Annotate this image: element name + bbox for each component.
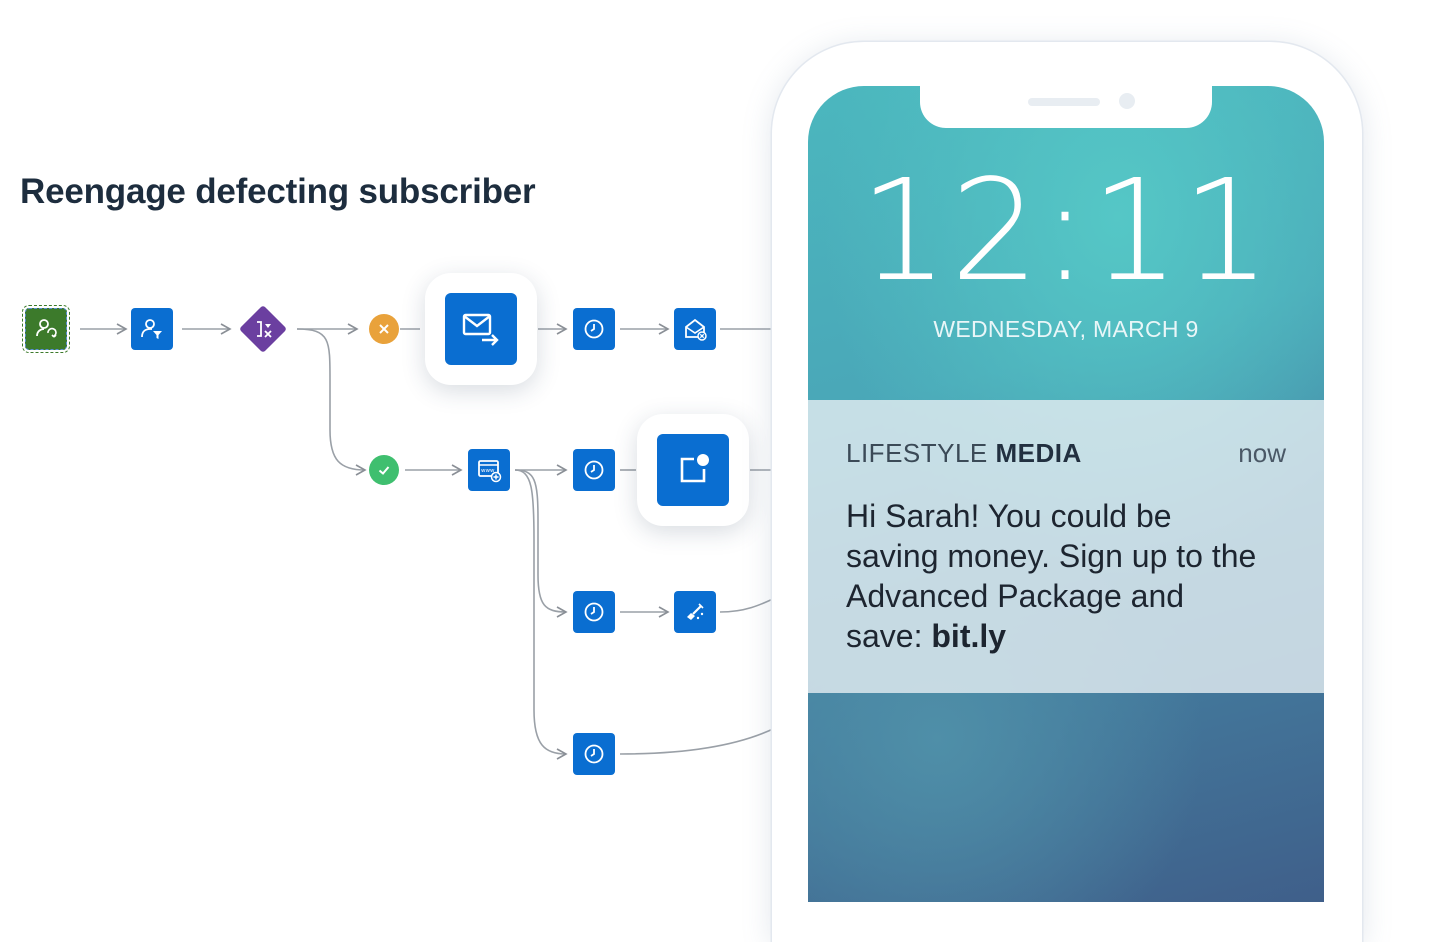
wait-node-2[interactable] (573, 449, 615, 491)
flow-connectors (80, 323, 776, 760)
clock-icon (584, 744, 604, 764)
notification-time: now (1238, 438, 1286, 468)
accept-badge[interactable] (369, 455, 399, 485)
web-add-node[interactable]: www (468, 449, 510, 491)
sms-node[interactable] (674, 591, 716, 633)
web-add-icon: www (478, 460, 502, 483)
person-filter-icon (141, 319, 162, 339)
lock-screen-date: WEDNESDAY, MARCH 9 (933, 316, 1199, 342)
email-send-icon (462, 313, 499, 346)
page-title: Reengage defecting subscriber (20, 172, 536, 211)
push-notification-card[interactable] (637, 414, 749, 526)
email-cancel-icon (685, 318, 707, 341)
person-sync-icon (36, 319, 57, 338)
wait-node-4[interactable] (573, 733, 615, 775)
email-send-card[interactable] (425, 273, 537, 385)
accept-icon (378, 466, 390, 475)
clock-icon (584, 319, 604, 339)
reject-icon (379, 324, 389, 334)
wait-node-3[interactable] (573, 591, 615, 633)
start-node[interactable] (22, 305, 70, 353)
notification-link[interactable]: bit.ly (931, 618, 1007, 654)
notification-app-name: LIFESTYLE MEDIA (846, 438, 1082, 468)
email-cancel-node[interactable] (674, 308, 716, 350)
push-notification-icon (680, 454, 709, 483)
wait-node-1[interactable] (573, 308, 615, 350)
clock-icon (584, 602, 604, 622)
sms-icon (687, 603, 704, 620)
phone-speaker (1028, 98, 1100, 106)
phone-notch (920, 84, 1212, 128)
reject-badge[interactable] (369, 314, 399, 344)
filter-contacts-node[interactable] (131, 308, 173, 350)
split-icon (257, 321, 272, 338)
notification-message: Hi Sarah! You could be saving money. Sig… (846, 498, 1257, 654)
svg-text:www: www (481, 468, 495, 474)
lock-screen-time: 12:11 (859, 150, 1273, 313)
phone-camera (1119, 93, 1135, 109)
clock-icon (584, 460, 604, 480)
split-node[interactable] (238, 304, 288, 354)
push-notification[interactable]: LIFESTYLE MEDIA now Hi Sarah! You could … (808, 400, 1324, 693)
